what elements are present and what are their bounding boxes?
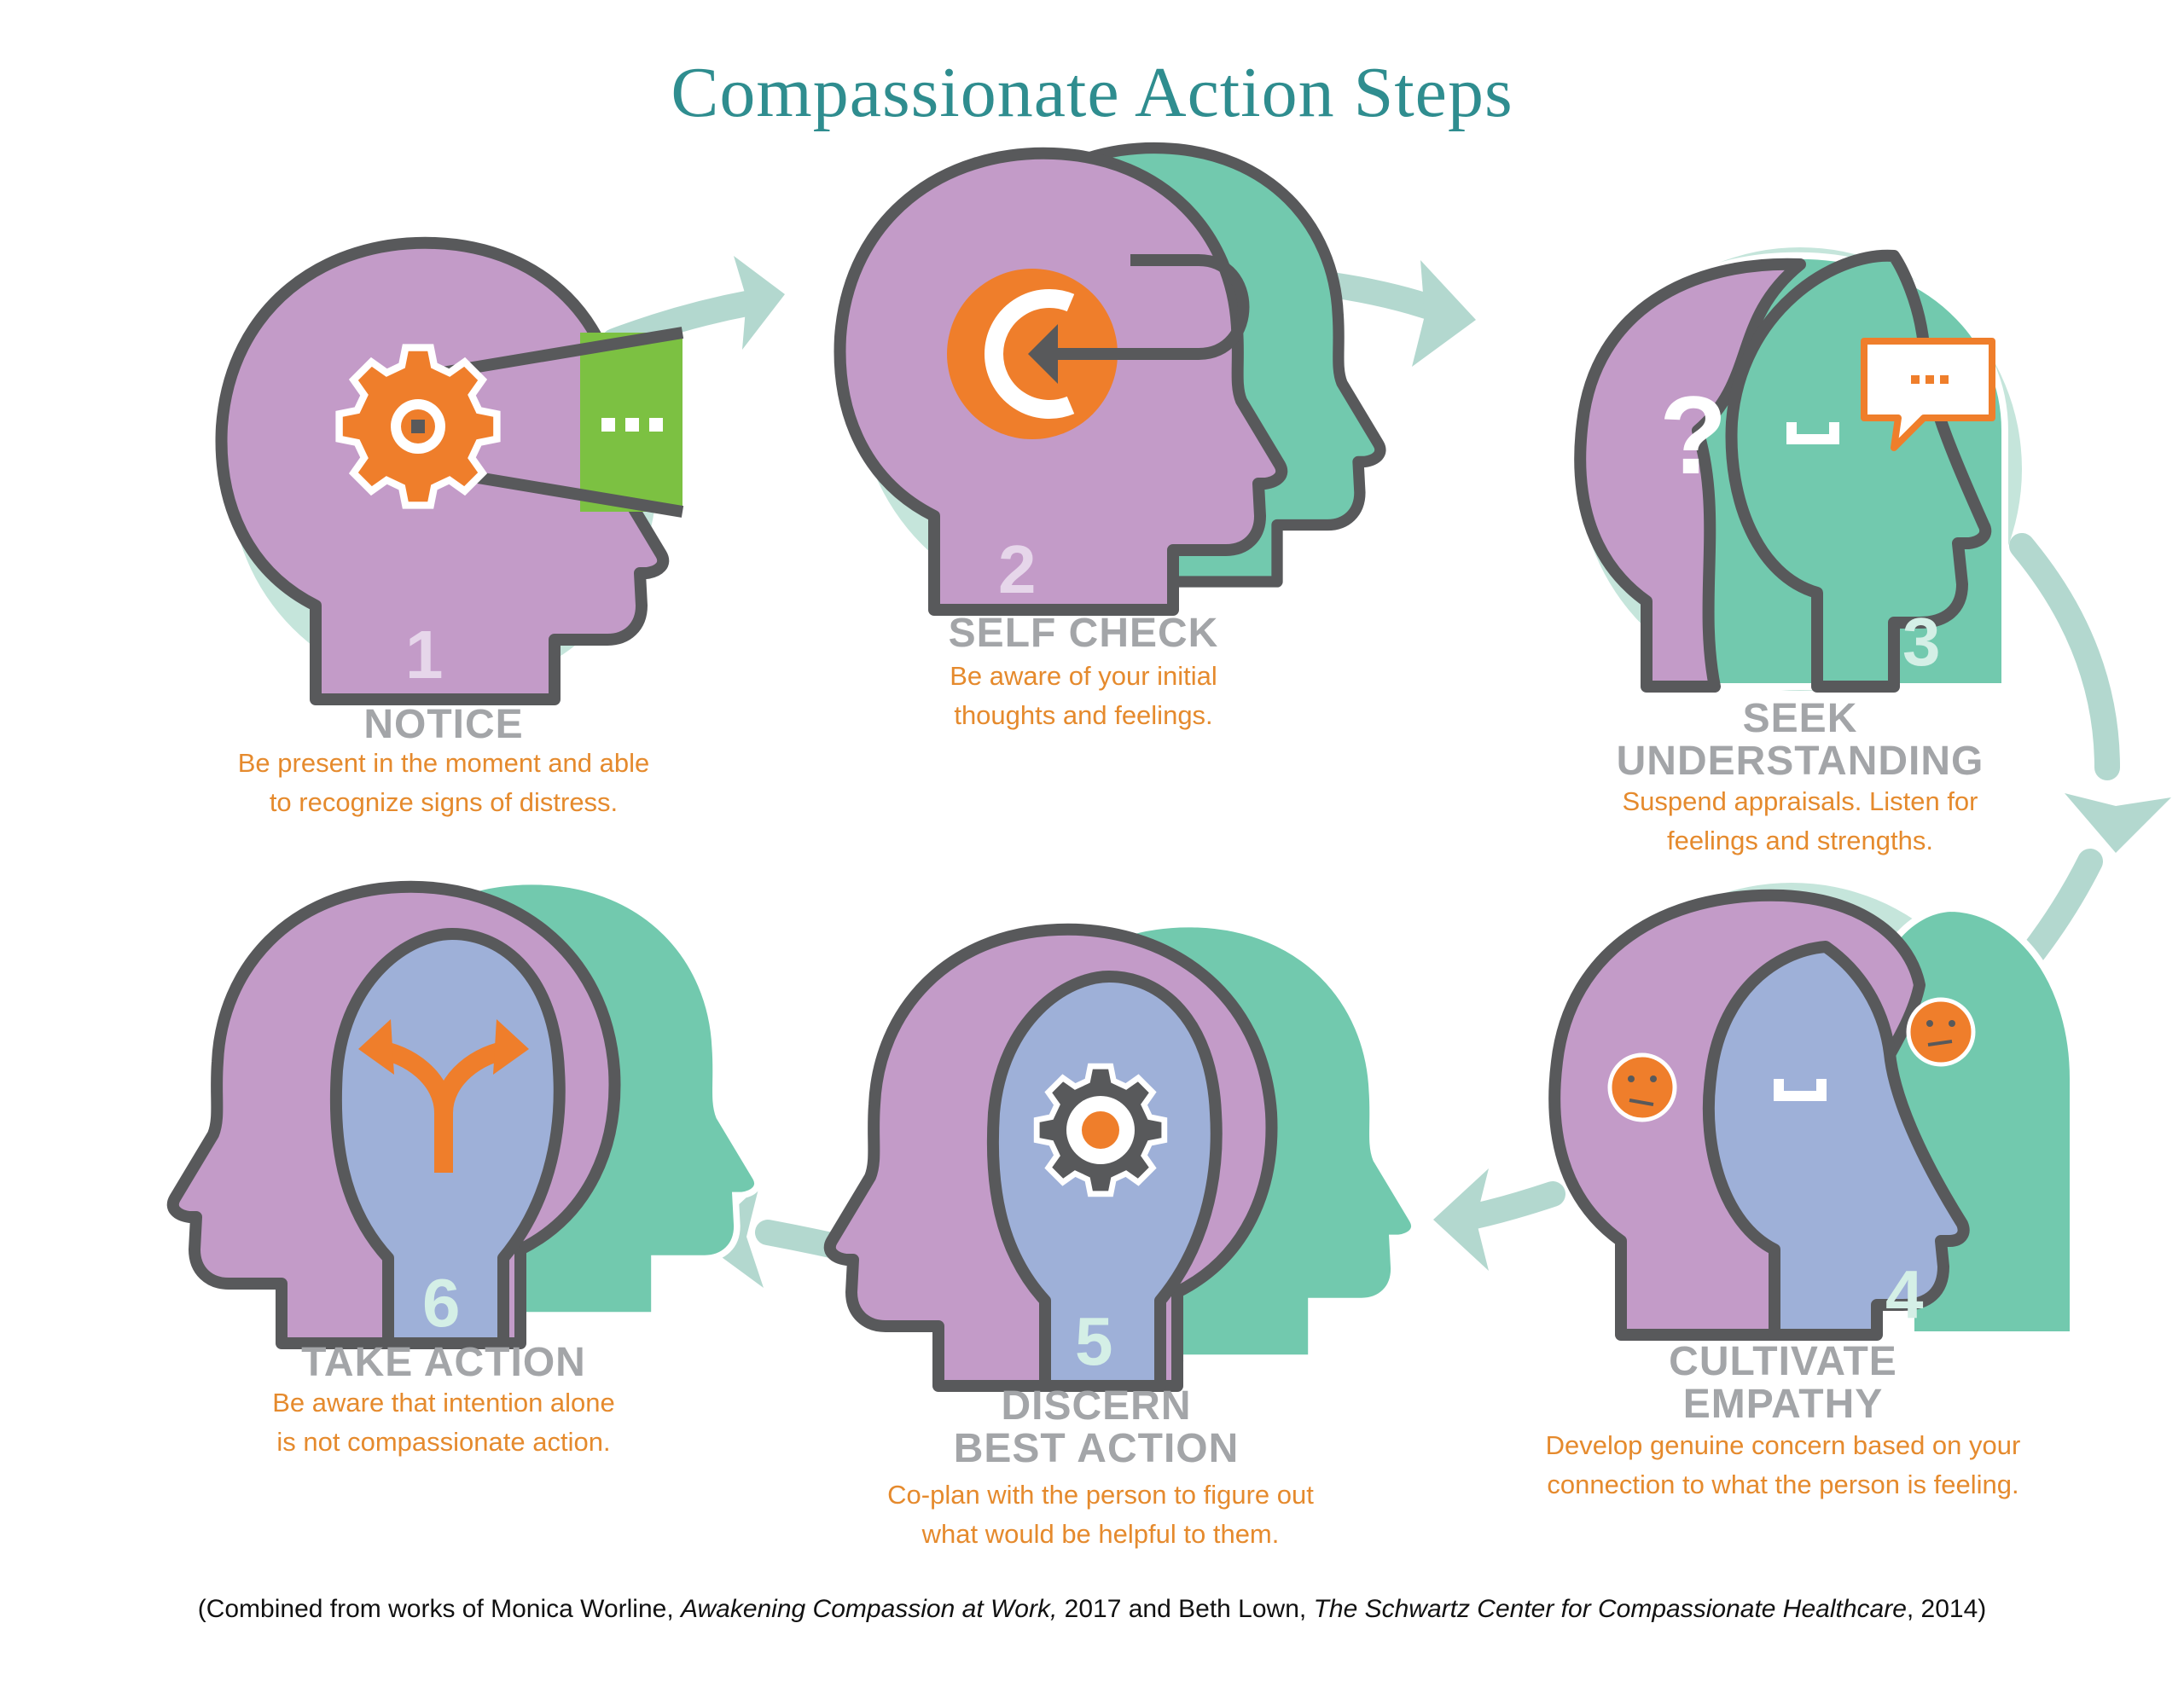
step-5-number: 5: [1075, 1303, 1113, 1379]
sad-face-icon: [1906, 997, 1976, 1067]
step-2-illustration: 2: [840, 148, 1380, 610]
speech-bubble-icon: [1861, 338, 1995, 451]
head-icon: [1574, 258, 1806, 693]
step-3-number: 3: [1902, 604, 1941, 680]
citation: (Combined from works of Monica Worline, …: [197, 1595, 1987, 1623]
step-3-illustration: ? 3: [1574, 247, 2022, 693]
head-icon: [1702, 941, 1970, 1341]
arrowhead-4: [1433, 1168, 1489, 1271]
arrow-heads: [700, 256, 2171, 1288]
step-2-title: SELF CHECK: [948, 611, 1219, 656]
question-mark-icon: ?: [1659, 373, 1727, 497]
arrowhead-1: [734, 256, 785, 350]
step-4-illustration: 4: [1548, 883, 2077, 1341]
return-arrow-icon: [985, 289, 1075, 419]
arrow-3-to-4: [2009, 533, 2120, 780]
sad-face-icon: [1607, 1052, 1677, 1122]
step-1-illustration: 1: [222, 243, 684, 699]
step-4-number: 4: [1885, 1256, 1924, 1332]
page-title: Compassionate Action Steps: [671, 53, 1513, 132]
step-1-number: 1: [405, 617, 444, 693]
step-6-illustration: 6: [173, 882, 758, 1349]
step-6-number: 6: [422, 1265, 461, 1341]
arrowhead-2: [1412, 260, 1476, 367]
step-6-title: TAKE ACTION: [301, 1340, 586, 1385]
step-5-illustration: 5: [830, 925, 1414, 1392]
step-2-number: 2: [998, 531, 1037, 607]
arrowhead-3: [2065, 793, 2171, 853]
step-1-title: NOTICE: [363, 702, 524, 747]
split-arrow-icon: [493, 1019, 529, 1075]
ellipsis-icon: [601, 418, 663, 432]
split-arrow-icon: [358, 1019, 394, 1075]
